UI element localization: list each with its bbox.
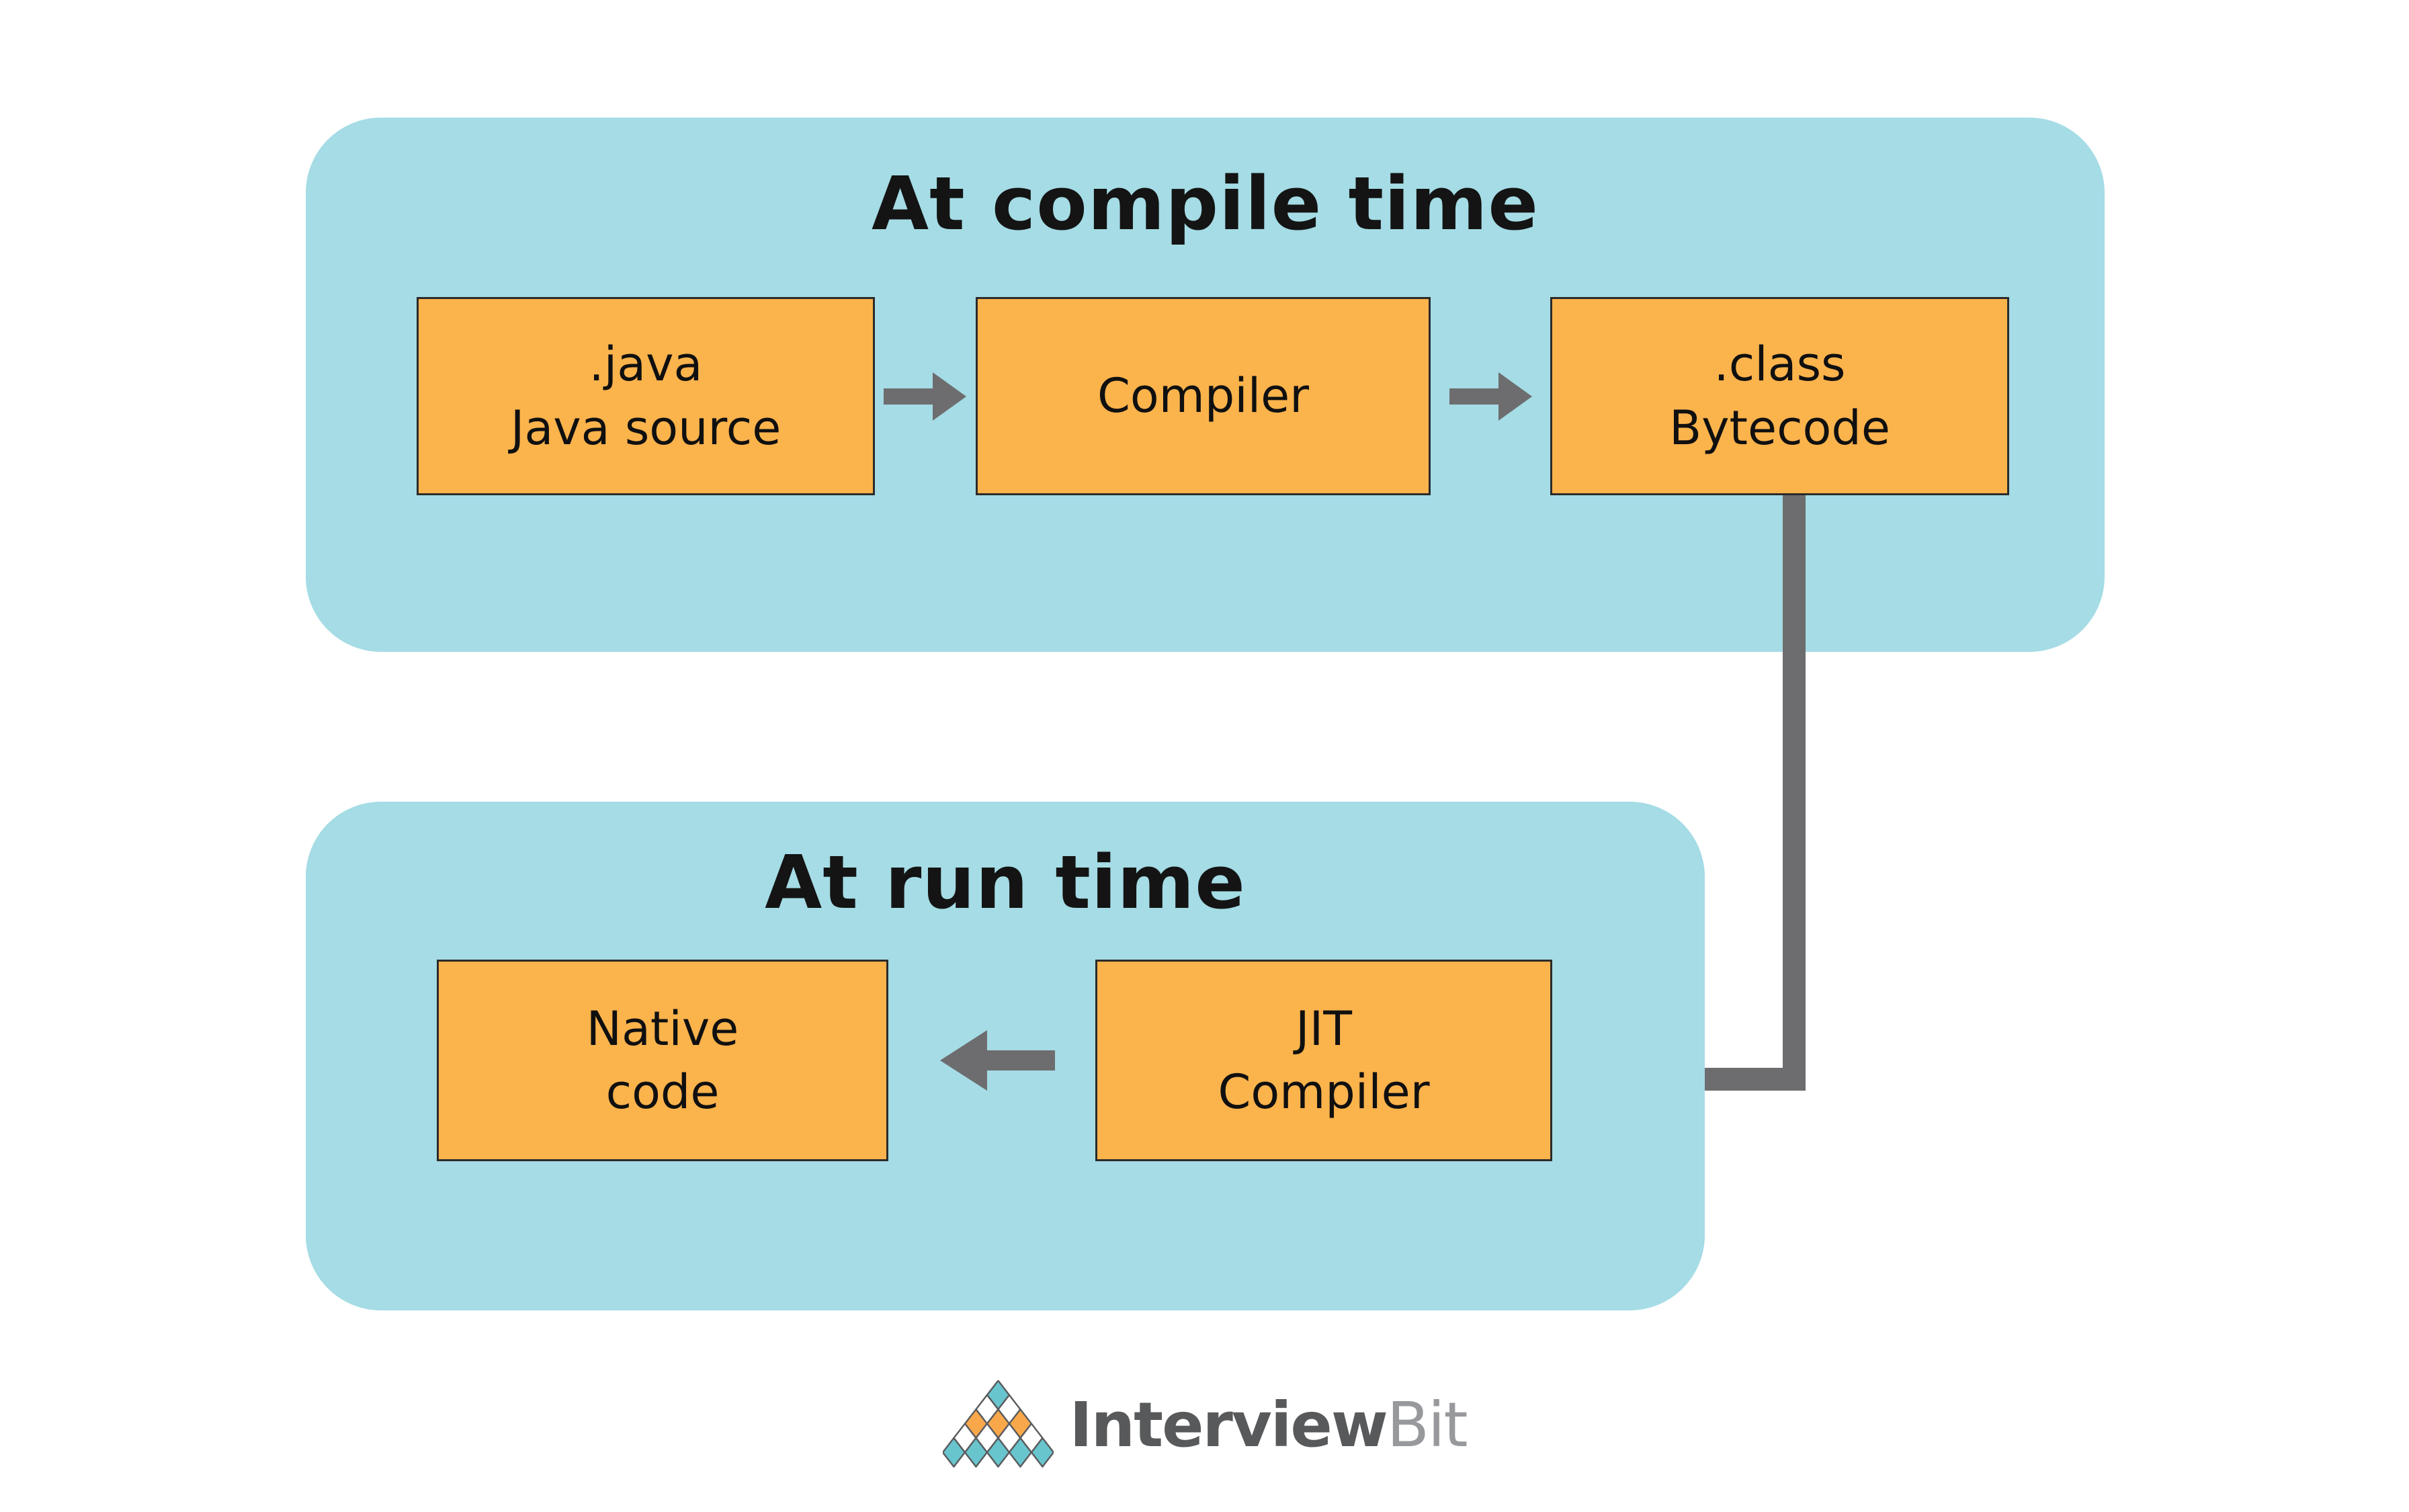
arrow-left-icon [987,1050,1055,1070]
interviewbit-logo: InterviewBit [942,1380,1468,1470]
arrow-right-icon [1498,372,1532,421]
native-code-line2: code [605,1064,720,1120]
arrow-right-icon [1449,388,1500,405]
compiler-box: Compiler [976,297,1431,495]
jit-compiler-box: JIT Compiler [1095,960,1552,1161]
compile-time-title: At compile time [872,161,1539,247]
class-bytecode-line2: Bytecode [1669,400,1890,456]
interviewbit-pyramid-icon [942,1380,1054,1468]
arrow-right-icon [933,372,966,421]
compiler-line1: Compiler [1097,368,1310,424]
java-source-box: .java Java source [417,297,875,495]
jit-compiler-line1: JIT [1295,1001,1353,1056]
interviewbit-wordmark-light: Bit [1386,1389,1468,1461]
arrow-left-icon [940,1030,987,1091]
native-code-box: Native code [437,960,888,1161]
jit-compiler-line2: Compiler [1218,1064,1430,1120]
java-source-line2: Java source [510,400,781,456]
interviewbit-wordmark: InterviewBit [1069,1389,1468,1461]
elbow-connector-vertical-line [1783,495,1806,1091]
native-code-line1: Native [586,1001,739,1056]
arrow-right-icon [884,388,934,405]
class-bytecode-line1: .class [1714,337,1846,392]
run-time-title: At run time [765,839,1246,925]
java-source-line1: .java [589,337,703,392]
class-bytecode-box: .class Bytecode [1550,297,2009,495]
interviewbit-wordmark-bold: Interview [1069,1389,1388,1461]
